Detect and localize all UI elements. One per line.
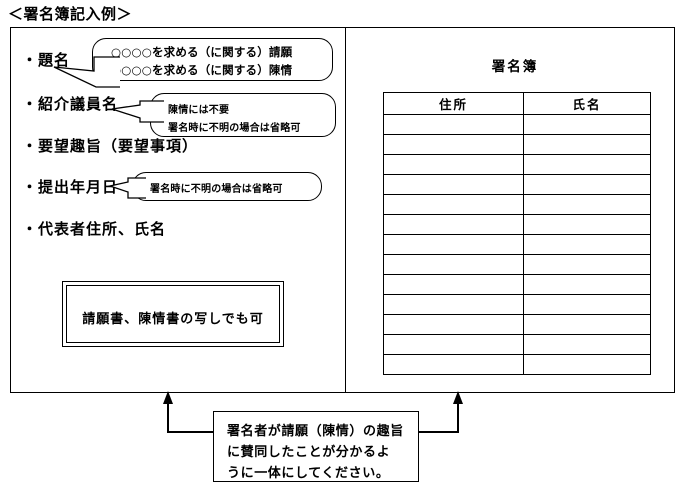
bottom-note-line: 署名者が請願（陳情）の趣旨	[227, 424, 404, 439]
bullet-item-submission-date: ・提出年月日	[22, 178, 119, 196]
table-row	[383, 134, 651, 155]
copy-allowed-note-text: 請願書、陳情書の写しでも可	[82, 312, 264, 327]
signature-table-body	[383, 114, 651, 375]
panel-divider	[345, 27, 346, 393]
callout-tail-title	[52, 55, 122, 93]
bottom-note-line: うに一体にしてください。	[227, 466, 390, 481]
table-row	[383, 334, 651, 355]
callout-tail-introducer	[110, 98, 166, 126]
callout-line: 署名時に不明の場合は省略可	[168, 123, 301, 134]
callout-submission-date-note: 署名時に不明の場合は省略可	[132, 172, 322, 201]
table-row	[383, 294, 651, 315]
callout-line: 署名時に不明の場合は省略可	[150, 184, 283, 195]
table-row	[383, 254, 651, 275]
table-row	[383, 274, 651, 295]
bottom-instruction-note: 署名者が請願（陳情）の趣旨 に賛同したことが分かるよ うに一体にしてください。	[213, 411, 419, 482]
main-frame	[10, 27, 675, 393]
table-row	[383, 174, 651, 195]
table-row	[383, 314, 651, 335]
table-row	[383, 354, 651, 375]
callout-line: 陳情には不要	[168, 105, 230, 116]
callout-tail-submission-date	[108, 176, 148, 202]
callout-title-examples: ○○○○を求める（に関する）請願 ○○○○を求める（に関する）陳情	[92, 38, 333, 81]
copy-allowed-note-box: 請願書、陳情書の写しでも可	[62, 281, 284, 347]
bullet-item-title: ・題名	[22, 51, 71, 69]
callout-line: ○○○○を求める（に関する）陳情	[111, 63, 293, 77]
signature-book-title: 署名簿	[491, 59, 539, 75]
callout-introducer-note: 陳情には不要 署名時に不明の場合は省略可	[150, 93, 336, 137]
bottom-note-line: に賛同したことが分かるよ	[227, 445, 391, 460]
table-row	[383, 234, 651, 255]
page-title: ＜署名簿記入例＞	[8, 5, 133, 23]
table-row	[383, 114, 651, 135]
bullet-item-representative: ・代表者住所、氏名	[22, 220, 167, 238]
bullet-item-introducer: ・紹介議員名	[22, 95, 119, 113]
signature-table: 住所 氏名	[383, 92, 651, 375]
callout-line: ○○○○を求める（に関する）請願	[111, 45, 293, 59]
cell-name	[523, 354, 651, 375]
table-row	[383, 194, 651, 215]
copy-allowed-note-inner-border	[66, 285, 280, 343]
bullet-item-request-summary: ・要望趣旨（要望事項）	[22, 137, 199, 155]
